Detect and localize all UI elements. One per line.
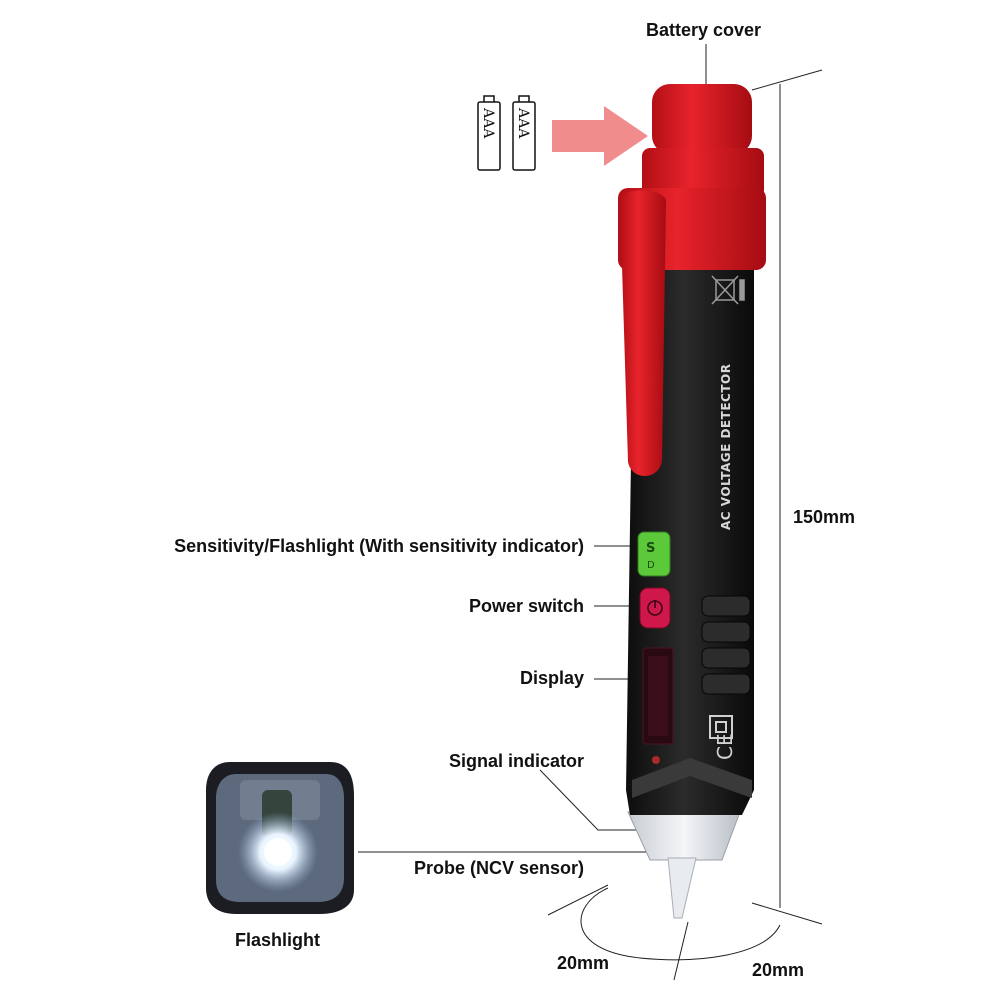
dim-bottom-extension — [751, 902, 823, 925]
dimension-lines — [547, 69, 823, 981]
lower-chevron — [632, 758, 752, 798]
grip-ridges — [701, 595, 751, 695]
sensitivity-button[interactable] — [637, 531, 671, 577]
dim-width-left — [547, 884, 609, 916]
battery-1: AAA — [477, 95, 501, 171]
dimension-width-b: 20mm — [752, 960, 805, 980]
flashlight-inset — [206, 762, 354, 914]
signal-indicator-led — [652, 756, 660, 764]
label-display: Display — [519, 668, 584, 688]
battery-1-label: AAA — [480, 107, 496, 139]
weee-icon — [711, 275, 745, 305]
label-flashlight: Flashlight — [235, 930, 320, 950]
double-insulation-icon — [709, 715, 733, 739]
pocket-clip — [620, 190, 666, 477]
flashlight-mini-icon: D — [647, 560, 655, 571]
sensitivity-icon: S — [646, 541, 655, 556]
cap-ring — [642, 148, 764, 198]
label-power-switch: Power switch — [468, 596, 584, 616]
battery-2: AAA — [512, 95, 536, 171]
insert-arrow — [552, 106, 648, 166]
aaa-batteries: AAA AAA — [477, 95, 536, 171]
ce-mark: CE — [713, 733, 737, 760]
battery-cover — [652, 84, 752, 154]
dimension-width-a: 20mm — [557, 953, 610, 973]
probe-point — [667, 857, 697, 919]
battery-2-label: AAA — [515, 107, 531, 139]
dim-top-extension — [751, 69, 823, 91]
dimension-length: 150mm — [793, 507, 856, 527]
dim-width-diag — [673, 921, 689, 981]
label-sensitivity-flashlight: Sensitivity/Flashlight (With sensitivity… — [174, 536, 584, 556]
led-core — [264, 838, 292, 866]
dim-width-ellipse — [580, 887, 781, 961]
voltage-detector-pen: AC VOLTAGE DETECTOR S D CE — [618, 84, 766, 919]
label-battery-cover: Battery cover — [646, 20, 762, 40]
brand-text: AC VOLTAGE DETECTOR — [719, 364, 733, 530]
probe-tip — [627, 811, 741, 861]
label-probe: Probe (NCV sensor) — [413, 858, 584, 878]
label-signal-indicator: Signal indicator — [448, 751, 584, 771]
